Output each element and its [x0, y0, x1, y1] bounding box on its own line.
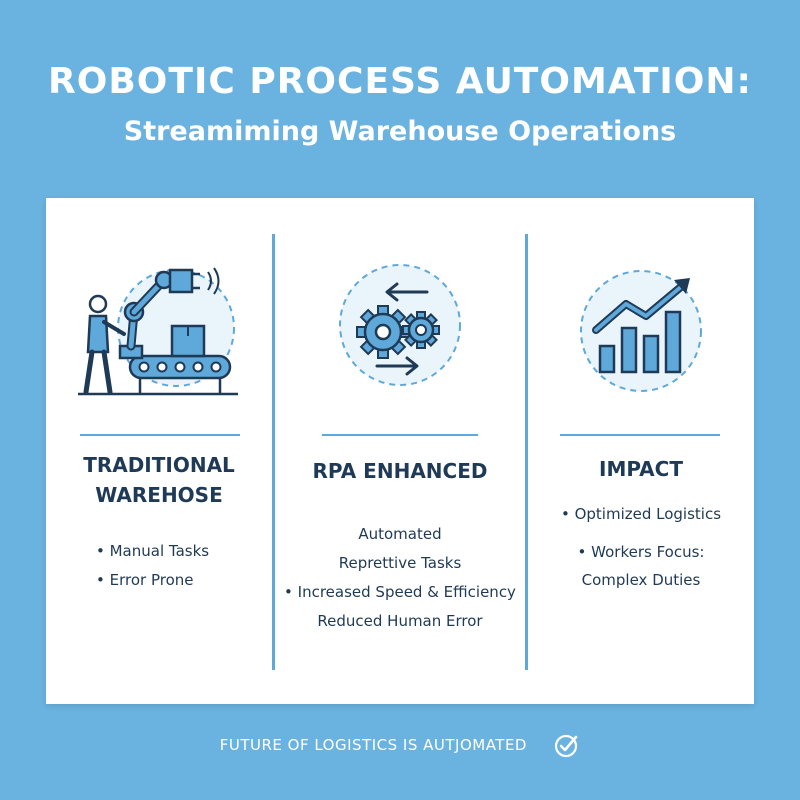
footer-text: FUTURE OF LOGISTICS IS AUTJOMATED — [219, 736, 527, 754]
column-traditional: TRADITIONAL WAREHOSE • Manual Tasks • Er… — [46, 198, 272, 704]
list-item: • Increased Speed & Efficiency — [284, 583, 516, 601]
list-item: • Error Prone — [96, 571, 194, 589]
column-divider — [272, 234, 275, 670]
column-title: RPA ENHANCED — [312, 459, 488, 483]
check-circle-icon — [555, 734, 578, 758]
bullet-list: Automated Reprettive Tasks • Increased S… — [275, 520, 525, 636]
bullet-list: • Optimized Logistics • Workers Focus: C… — [528, 498, 754, 596]
column-rpa-enhanced: RPA ENHANCED Automated Reprettive Tasks … — [275, 198, 525, 704]
list-item: Reduced Human Error — [317, 612, 483, 630]
section-rule — [80, 434, 240, 436]
content-panel: TRADITIONAL WAREHOSE • Manual Tasks • Er… — [46, 198, 754, 704]
column-title: TRADITIONAL WAREHOSE — [83, 453, 235, 507]
column-impact: IMPACT • Optimized Logistics • Workers F… — [528, 198, 754, 704]
robot-arm-conveyor-icon — [74, 260, 244, 404]
footer: FUTURE OF LOGISTICS IS AUTJOMATED — [0, 732, 800, 758]
page-title: ROBOTIC PROCESS AUTOMATION: — [48, 61, 752, 102]
bullet-list: • Manual Tasks • Error Prone — [96, 537, 209, 595]
rising-bar-chart-icon — [578, 268, 708, 398]
list-item: Reprettive Tasks — [338, 554, 462, 572]
header: ROBOTIC PROCESS AUTOMATION: Streamiming … — [0, 60, 800, 150]
page-subtitle: Streamiming Warehouse Operations — [123, 116, 677, 147]
section-rule — [560, 434, 720, 436]
list-item: Complex Duties — [581, 571, 701, 589]
column-title: IMPACT — [599, 457, 683, 481]
list-item: • Optimized Logistics — [560, 505, 722, 523]
list-item: • Workers Focus: — [577, 543, 705, 561]
section-rule — [322, 434, 478, 436]
column-divider — [525, 234, 528, 670]
list-item: Automated — [358, 525, 442, 543]
gears-arrows-icon — [337, 262, 463, 392]
list-item: • Manual Tasks — [96, 542, 210, 560]
